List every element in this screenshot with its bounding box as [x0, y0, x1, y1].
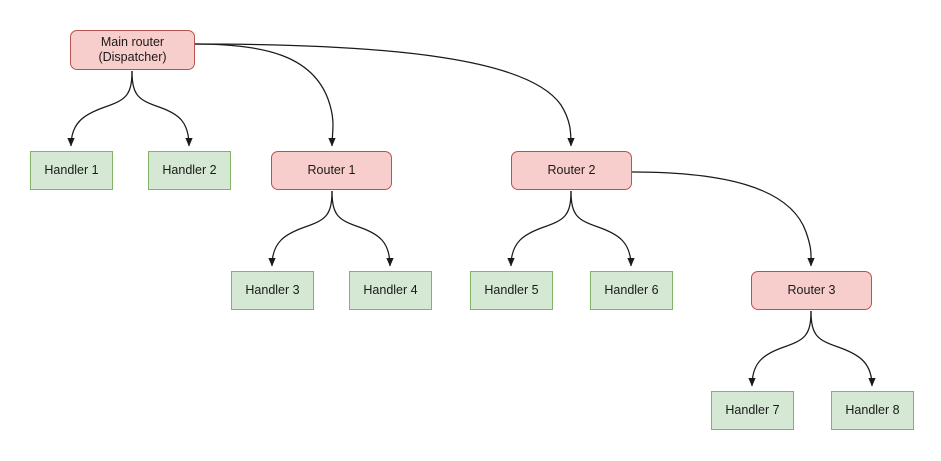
edge-router-1-handler-4 [331, 190, 394, 267]
node-label-handler-3: Handler 3 [245, 283, 300, 297]
node-router-2[interactable]: Router 2 [511, 151, 632, 190]
edge-main-router-1 [194, 43, 336, 147]
node-handler-8[interactable]: Handler 8 [831, 391, 914, 430]
edge-router-3-handler-8 [810, 310, 876, 387]
edge-router-2-handler-5 [507, 190, 572, 267]
node-label-handler-7: Handler 7 [725, 403, 780, 417]
node-label-router-3: Router 3 [787, 283, 836, 297]
edge-router-2-handler-6 [570, 190, 635, 267]
node-main-router[interactable]: Main router (Dispatcher) [70, 30, 195, 70]
edge-main-handler-1 [67, 70, 133, 147]
node-label-handler-8: Handler 8 [845, 403, 900, 417]
node-label-handler-2: Handler 2 [162, 163, 217, 177]
node-label-handler-6: Handler 6 [604, 283, 659, 297]
node-handler-2[interactable]: Handler 2 [148, 151, 231, 190]
edge-main-router-2 [194, 43, 575, 147]
node-label-handler-4: Handler 4 [363, 283, 418, 297]
node-handler-7[interactable]: Handler 7 [711, 391, 794, 430]
node-router-1[interactable]: Router 1 [271, 151, 392, 190]
node-label-main-router: Main router (Dispatcher) [98, 35, 167, 64]
edge-main-handler-2 [131, 70, 193, 147]
node-handler-4[interactable]: Handler 4 [349, 271, 432, 310]
node-label-router-2: Router 2 [547, 163, 596, 177]
edge-router-1-handler-3 [268, 190, 333, 267]
edge-router-2-router-3 [631, 171, 815, 267]
node-label-router-1: Router 1 [307, 163, 356, 177]
node-handler-3[interactable]: Handler 3 [231, 271, 314, 310]
node-label-handler-5: Handler 5 [484, 283, 539, 297]
node-router-3[interactable]: Router 3 [751, 271, 872, 310]
node-handler-5[interactable]: Handler 5 [470, 271, 553, 310]
node-handler-1[interactable]: Handler 1 [30, 151, 113, 190]
edge-router-3-handler-7 [748, 310, 812, 387]
node-handler-6[interactable]: Handler 6 [590, 271, 673, 310]
node-label-handler-1: Handler 1 [44, 163, 99, 177]
